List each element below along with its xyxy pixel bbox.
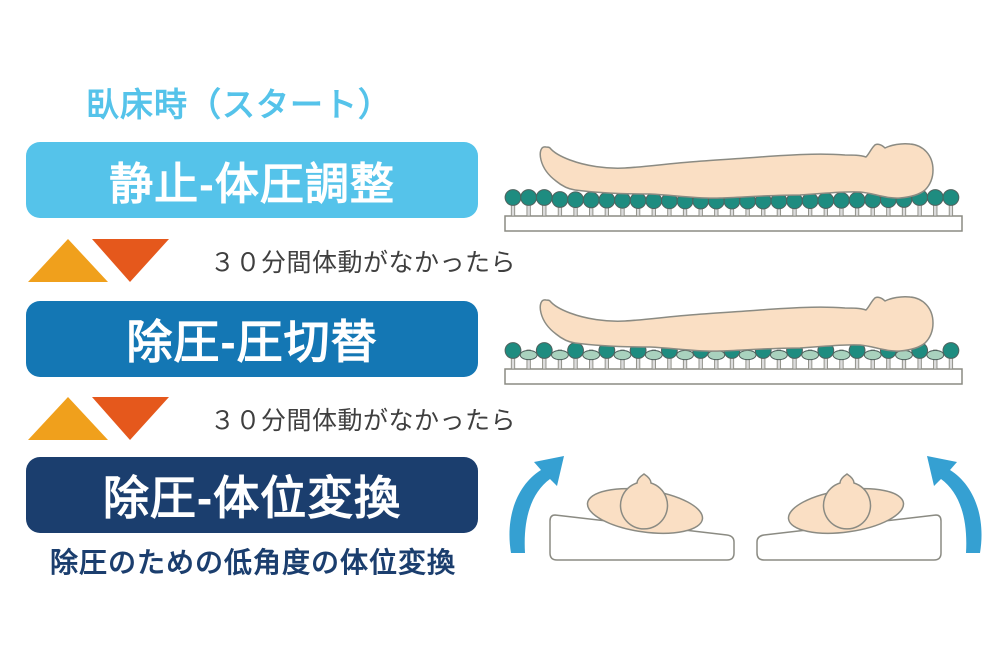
tilt-figure-left bbox=[508, 455, 735, 561]
transition-label-1: ３０分間体動がなかったら bbox=[210, 248, 517, 277]
triangle-down-icon bbox=[92, 239, 169, 282]
illustration-low-angle-tilt bbox=[508, 455, 983, 561]
triangle-up-icon bbox=[28, 239, 108, 282]
mattress-base bbox=[504, 368, 963, 385]
person-lying-2 bbox=[539, 295, 934, 352]
alternation-triangles-icon bbox=[28, 397, 169, 440]
step-label-static-pressure-adjust: 静止-体圧調整 bbox=[109, 160, 395, 209]
transition-after-30min-1: ３０分間体動がなかったら bbox=[28, 238, 516, 283]
step-banner-static-pressure-adjust: 静止-体圧調整 bbox=[26, 142, 478, 218]
caption-low-angle-position-change: 除圧のための低角度の体位変換 bbox=[50, 547, 457, 578]
mattress-base bbox=[504, 215, 963, 232]
step-label-pressure-switching: 除圧-圧切替 bbox=[126, 316, 378, 368]
step-label-position-change: 除圧-体位変換 bbox=[102, 472, 402, 524]
illustration-supine-alternating-cells bbox=[504, 295, 963, 385]
step-banner-pressure-switching: 除圧-圧切替 bbox=[26, 301, 478, 377]
alternation-triangles-icon bbox=[28, 239, 169, 282]
tilt-figure-right bbox=[756, 455, 983, 561]
person-lying-1 bbox=[539, 142, 934, 199]
triangle-up-icon bbox=[28, 397, 108, 440]
transition-after-30min-2: ３０分間体動がなかったら bbox=[28, 396, 516, 441]
transition-label-2: ３０分間体動がなかったら bbox=[210, 406, 517, 435]
step-banner-position-change: 除圧-体位変換 bbox=[26, 457, 478, 533]
triangle-down-icon bbox=[92, 397, 169, 440]
page-title: 臥床時（スタート） bbox=[86, 86, 392, 123]
illustration-supine-inflated-cells bbox=[504, 142, 963, 232]
